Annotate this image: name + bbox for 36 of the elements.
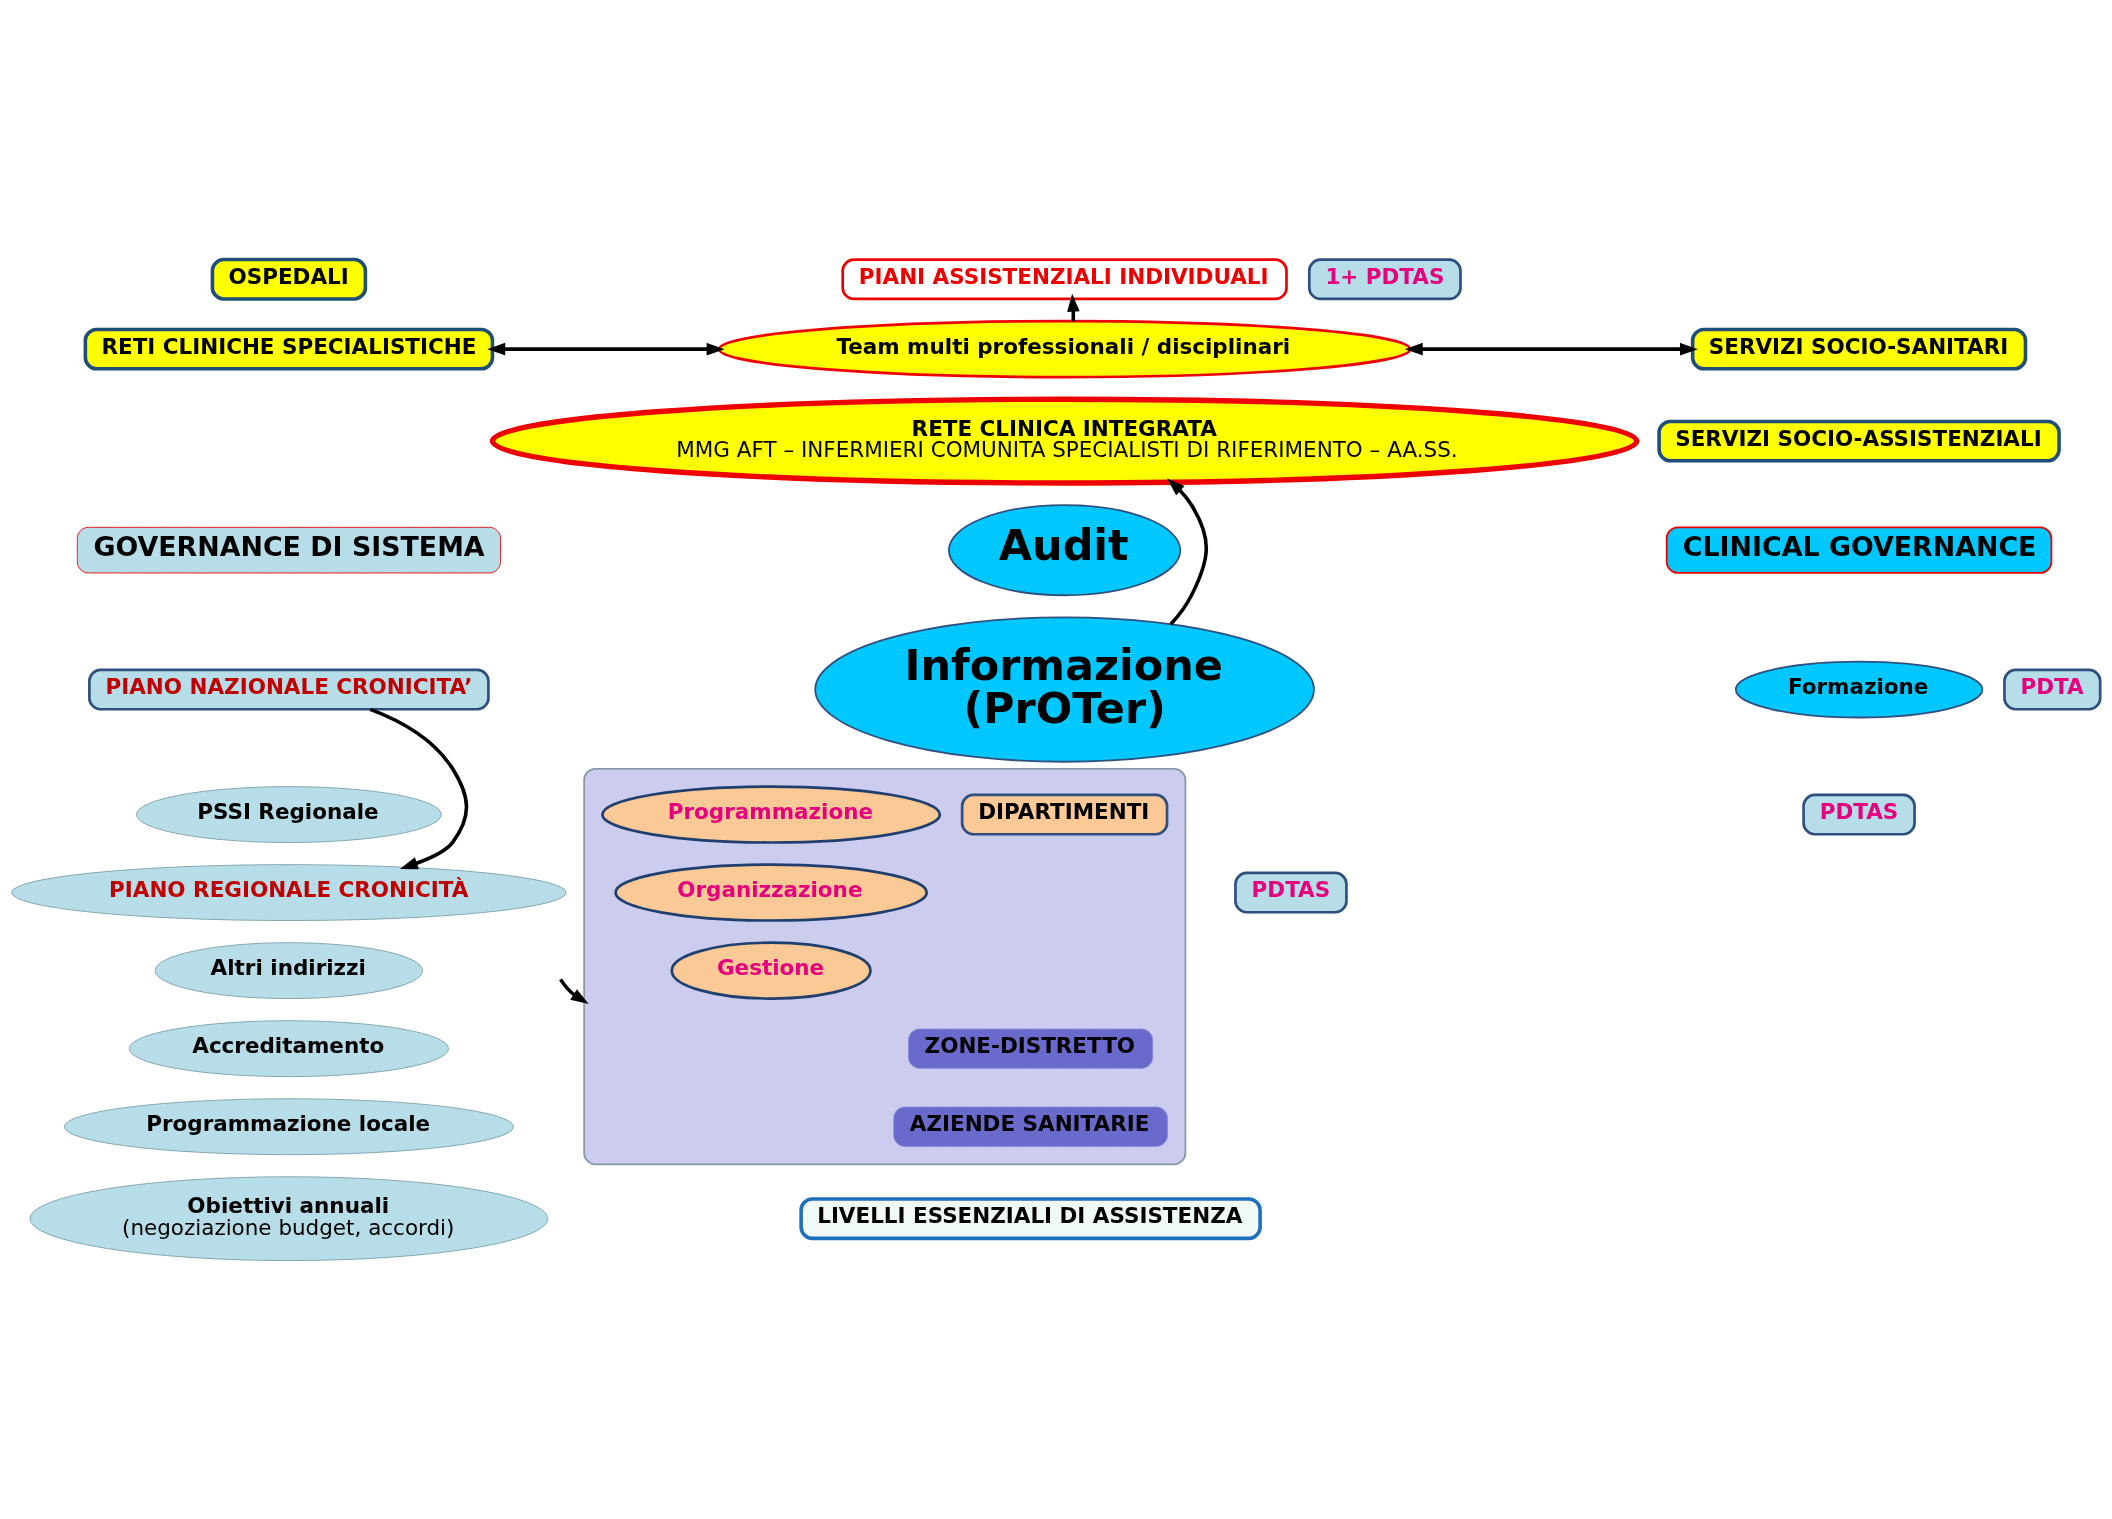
node-ellipse: Formazione [1734,660,1984,718]
node-box: ZONE-DISTRETTO [908,1028,1154,1069]
node-ellipse: Altri indirizzi [154,941,423,999]
node-ellipse: Informazione (PrOTer) [814,615,1315,763]
node-box: CLINICAL GOVERNANCE [1665,525,2053,574]
node-ellipse: PIANO REGIONALE CRONICITÀ [11,863,567,921]
node-box: PDTAS [1234,871,1348,914]
node-box: GOVERNANCE DI SISTEMA [76,526,501,573]
node-ellipse: Programmazione [601,784,942,844]
arrow [369,707,469,869]
node-box: SERVIZI SOCIO-SANITARI [1690,327,2028,371]
node-box: OSPEDALI [210,257,368,301]
node-box: AZIENDE SANITARIE [893,1106,1168,1147]
node-box: PDTA [2003,668,2102,711]
node-box: LIVELLI ESSENZIALI DI ASSISTENZA [799,1196,1262,1240]
node-ellipse: Audit [948,503,1182,596]
node-ellipse: Accreditamento [128,1019,449,1077]
node-ellipse: Gestione [670,940,872,1000]
arrow [1404,342,1698,355]
arrow [1167,478,1208,625]
node-ellipse: Obiettivi annuali (negoziazione budget, accordi) [29,1175,549,1261]
node-box: PIANI ASSISTENZIALI INDIVIDUALI [841,257,1288,300]
node-ellipse: Organizzazione [614,862,929,922]
node-box: DIPARTIMENTI [960,793,1169,836]
arrow [487,342,725,355]
arrow [559,977,589,1004]
node-box: PDTAS [1802,793,1916,836]
node-box: 1+ PDTAS [1307,257,1462,300]
node-ellipse: Team multi professionali / disciplinari [717,319,1412,378]
cluster [583,767,1187,1165]
node-ellipse: Programmazione locale [63,1097,514,1155]
node-box: SERVIZI SOCIO-ASSISTENZIALI [1657,419,2061,463]
node-ellipse: PSSI Regionale [136,785,442,843]
node-ellipse: RETE CLINICA INTEGRATA MMG AFT – INFERMIERI COMUNITA SPECIALISTI DI RIFERIMENTO – AA.SS. [489,396,1640,486]
node-box: RETI CLINICHE SPECIALISTICHE [83,327,495,371]
node-box: PIANO NAZIONALE CRONICITA’ [88,668,490,711]
